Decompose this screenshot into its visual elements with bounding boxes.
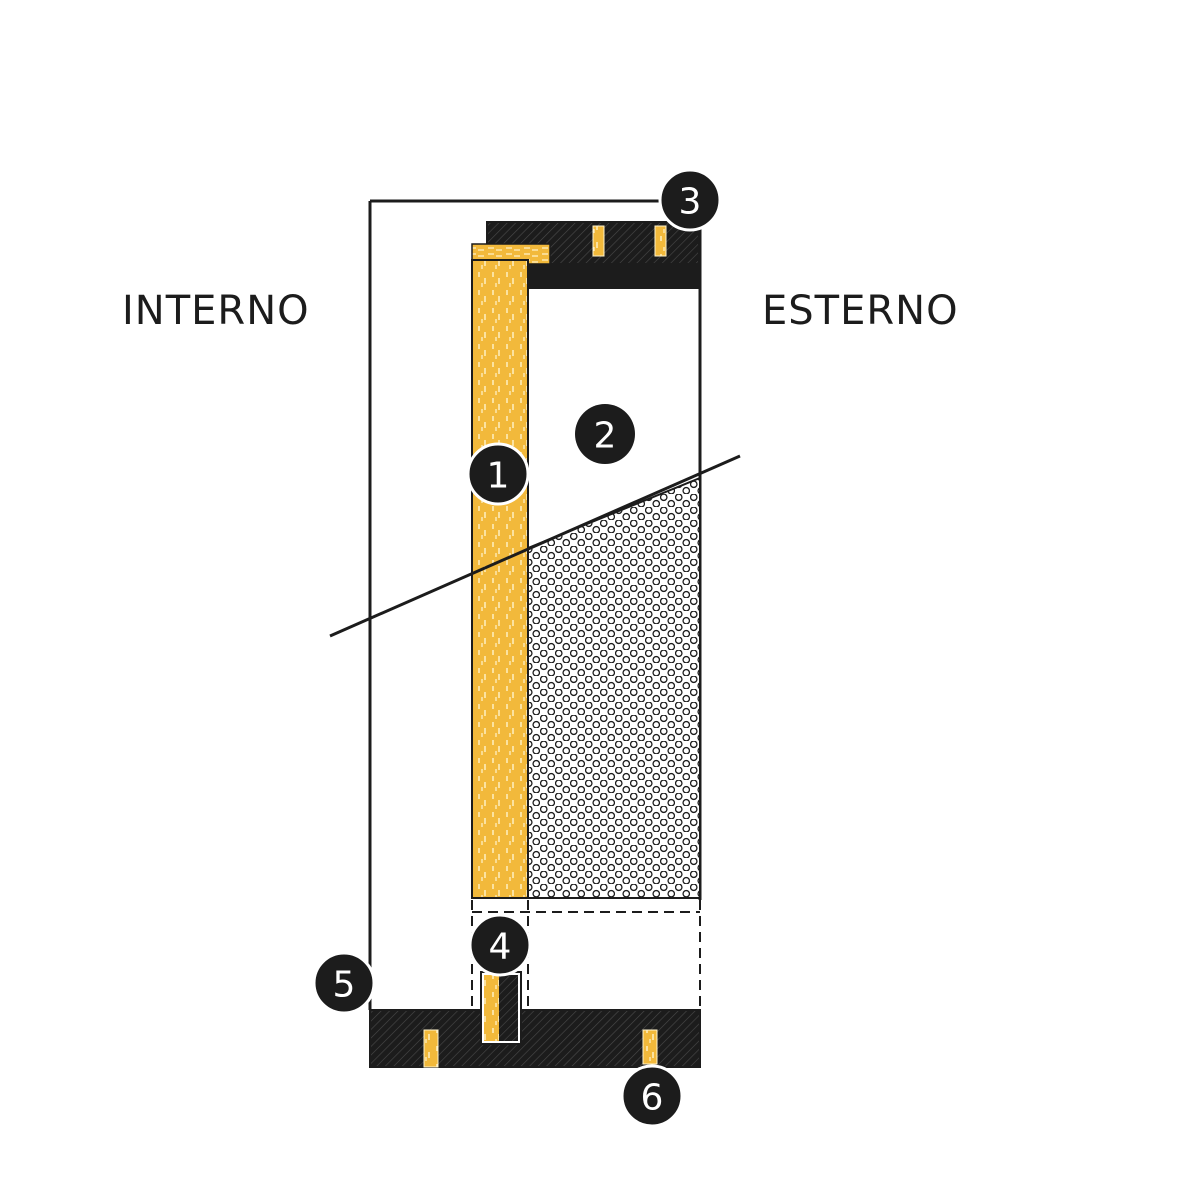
marker-1: 1 [466, 442, 530, 506]
marker-4: 4 [468, 913, 532, 977]
section-cut-line [329, 454, 741, 638]
bottom-seal-tongue [480, 971, 522, 1045]
marker-6: 6 [620, 1064, 684, 1128]
marker-5: 5 [312, 951, 376, 1015]
wood-panel [471, 259, 529, 899]
svg-text:3: 3 [679, 182, 702, 223]
marker-3: 3 [658, 168, 722, 232]
exterior-label: ESTERNO [762, 288, 959, 334]
bottom-threshold-profile [369, 1009, 701, 1068]
marker-2: 2 [575, 404, 635, 464]
svg-text:4: 4 [489, 927, 512, 968]
svg-text:2: 2 [594, 416, 617, 457]
svg-text:1: 1 [487, 456, 510, 497]
svg-text:5: 5 [333, 965, 356, 1006]
svg-text:6: 6 [641, 1078, 664, 1119]
insulation-core [527, 476, 701, 899]
interior-label: INTERNO [122, 288, 310, 334]
